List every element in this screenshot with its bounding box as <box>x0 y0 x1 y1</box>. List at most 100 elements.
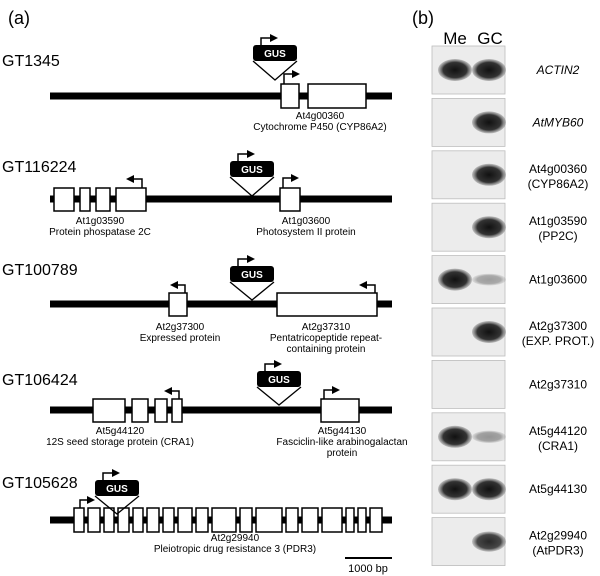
band-me <box>438 59 472 81</box>
lane-label: At4g00360 <box>529 162 587 176</box>
scale-bar-label: 1000 bp <box>348 563 388 575</box>
gus-box <box>95 480 139 496</box>
band-gc <box>472 59 506 81</box>
panel-b-label: (b) <box>412 8 434 28</box>
blot-lane: At4g00360(CYP86A2) <box>431 150 589 200</box>
gene-desc: Pleiotropic drug resistance 3 (PDR3) <box>154 544 316 555</box>
blot-lane: At2g37300(EXP. PROT.) <box>431 307 594 357</box>
lane-label-line2: (AtPDR3) <box>532 544 583 558</box>
gene-desc: 12S seed storage protein (CRA1) <box>46 437 194 448</box>
gene-id: At1g03600 <box>282 216 331 227</box>
band-me <box>438 478 472 501</box>
gus-insertion: GUS <box>252 34 298 81</box>
blot-lane: At1g03590(PP2C) <box>431 202 587 252</box>
gus-insertion: GUS <box>229 150 275 197</box>
lane-label: ACTIN2 <box>536 63 580 77</box>
lane-label: At5g44120 <box>529 424 587 438</box>
exon <box>211 507 237 533</box>
lane-label-line2: (CRA1) <box>538 439 578 453</box>
tss-arrow-icon <box>359 281 376 293</box>
band-me <box>438 268 472 291</box>
exon <box>73 507 85 533</box>
gus-label: GUS <box>241 165 263 176</box>
band-gc <box>472 430 506 443</box>
blot-lane: At1g03600 <box>431 255 587 305</box>
gus-box <box>257 371 301 387</box>
scale-bar: 1000 bp <box>345 557 392 575</box>
construct-name: GT106424 <box>2 372 78 389</box>
band-gc <box>472 531 506 552</box>
construct-name: GT116224 <box>2 159 77 176</box>
tss-arrow-icon <box>126 175 143 188</box>
tss-arrow-icon <box>283 70 300 84</box>
exon <box>53 187 75 212</box>
exon <box>276 292 378 317</box>
gene-id: At4g00360 <box>296 111 345 122</box>
gene-desc: Protein phospatase 2C <box>49 227 151 238</box>
exon <box>162 507 175 533</box>
exon <box>369 507 383 533</box>
blot-lane: At2g37310 <box>431 359 587 409</box>
panel-a-label: (a) <box>8 8 30 28</box>
exon <box>280 83 300 109</box>
tss-arrow-icon <box>323 386 340 399</box>
gus-label: GUS <box>264 49 286 60</box>
exon <box>146 507 160 533</box>
lane-label: At1g03590 <box>529 214 587 228</box>
gus-box <box>230 266 274 282</box>
band-gc <box>472 478 506 501</box>
construct-gt116224: GT116224 At1g03590 Protein phospatase 2C… <box>2 150 392 238</box>
exon <box>301 507 319 533</box>
tss-arrow-icon <box>79 496 95 508</box>
exon <box>320 398 360 423</box>
band-gc <box>472 273 506 286</box>
gene-id: At1g03590 <box>76 216 125 227</box>
exon <box>171 398 183 423</box>
blot-strip <box>431 359 506 409</box>
exon-group <box>73 507 383 533</box>
gus-promoter-arrow-icon <box>237 255 255 266</box>
gus-box <box>230 161 274 177</box>
exon <box>92 398 126 423</box>
lane-label-line2: (PP2C) <box>538 229 577 243</box>
tss-arrow-icon <box>170 281 186 293</box>
blot-lane: At5g44120(CRA1) <box>431 412 587 462</box>
exon <box>87 507 101 533</box>
band-gc <box>472 321 506 343</box>
gus-promoter-arrow-icon <box>102 469 120 480</box>
gus-label: GUS <box>106 484 128 495</box>
blot-lane: At5g44130 <box>431 464 587 514</box>
exon <box>95 187 111 212</box>
gene-id: At5g44120 <box>96 426 145 437</box>
blot-lane: ACTIN2 <box>431 45 580 95</box>
construct-gt1345: GT1345 GUS At4g00360 Cytochrome P450 (CY… <box>2 34 392 133</box>
exon <box>321 507 343 533</box>
gus-label: GUS <box>241 270 263 281</box>
gus-promoter-arrow-icon <box>260 34 278 45</box>
exon <box>168 292 188 317</box>
exon <box>345 507 355 533</box>
gene-desc: Cytochrome P450 (CYP86A2) <box>253 122 386 133</box>
construct-name: GT105628 <box>2 475 78 492</box>
tss-arrow-icon <box>282 174 299 188</box>
exon <box>115 187 147 212</box>
gus-insertion: GUS <box>256 360 302 406</box>
exon <box>239 507 253 533</box>
exon <box>154 398 168 423</box>
exon <box>103 507 115 533</box>
gene-desc-line2: protein <box>327 448 358 459</box>
gus-box <box>253 45 297 61</box>
band-gc <box>472 111 506 134</box>
lane-label: At2g37300 <box>529 319 587 333</box>
gene-desc: Photosystem II protein <box>256 227 356 238</box>
exon <box>285 507 299 533</box>
exon <box>307 83 367 109</box>
gene-id: At2g37310 <box>302 322 351 333</box>
construct-name: GT100789 <box>2 262 78 279</box>
lane-label-line2: (CYP86A2) <box>528 177 589 191</box>
gus-insertion: GUS <box>229 255 275 301</box>
construct-gt100789: GT100789 At2g37300 Expressed protein GUS… <box>2 255 392 355</box>
gene-desc-line2: containing protein <box>287 344 366 355</box>
column-header-gc: GC <box>477 29 503 48</box>
